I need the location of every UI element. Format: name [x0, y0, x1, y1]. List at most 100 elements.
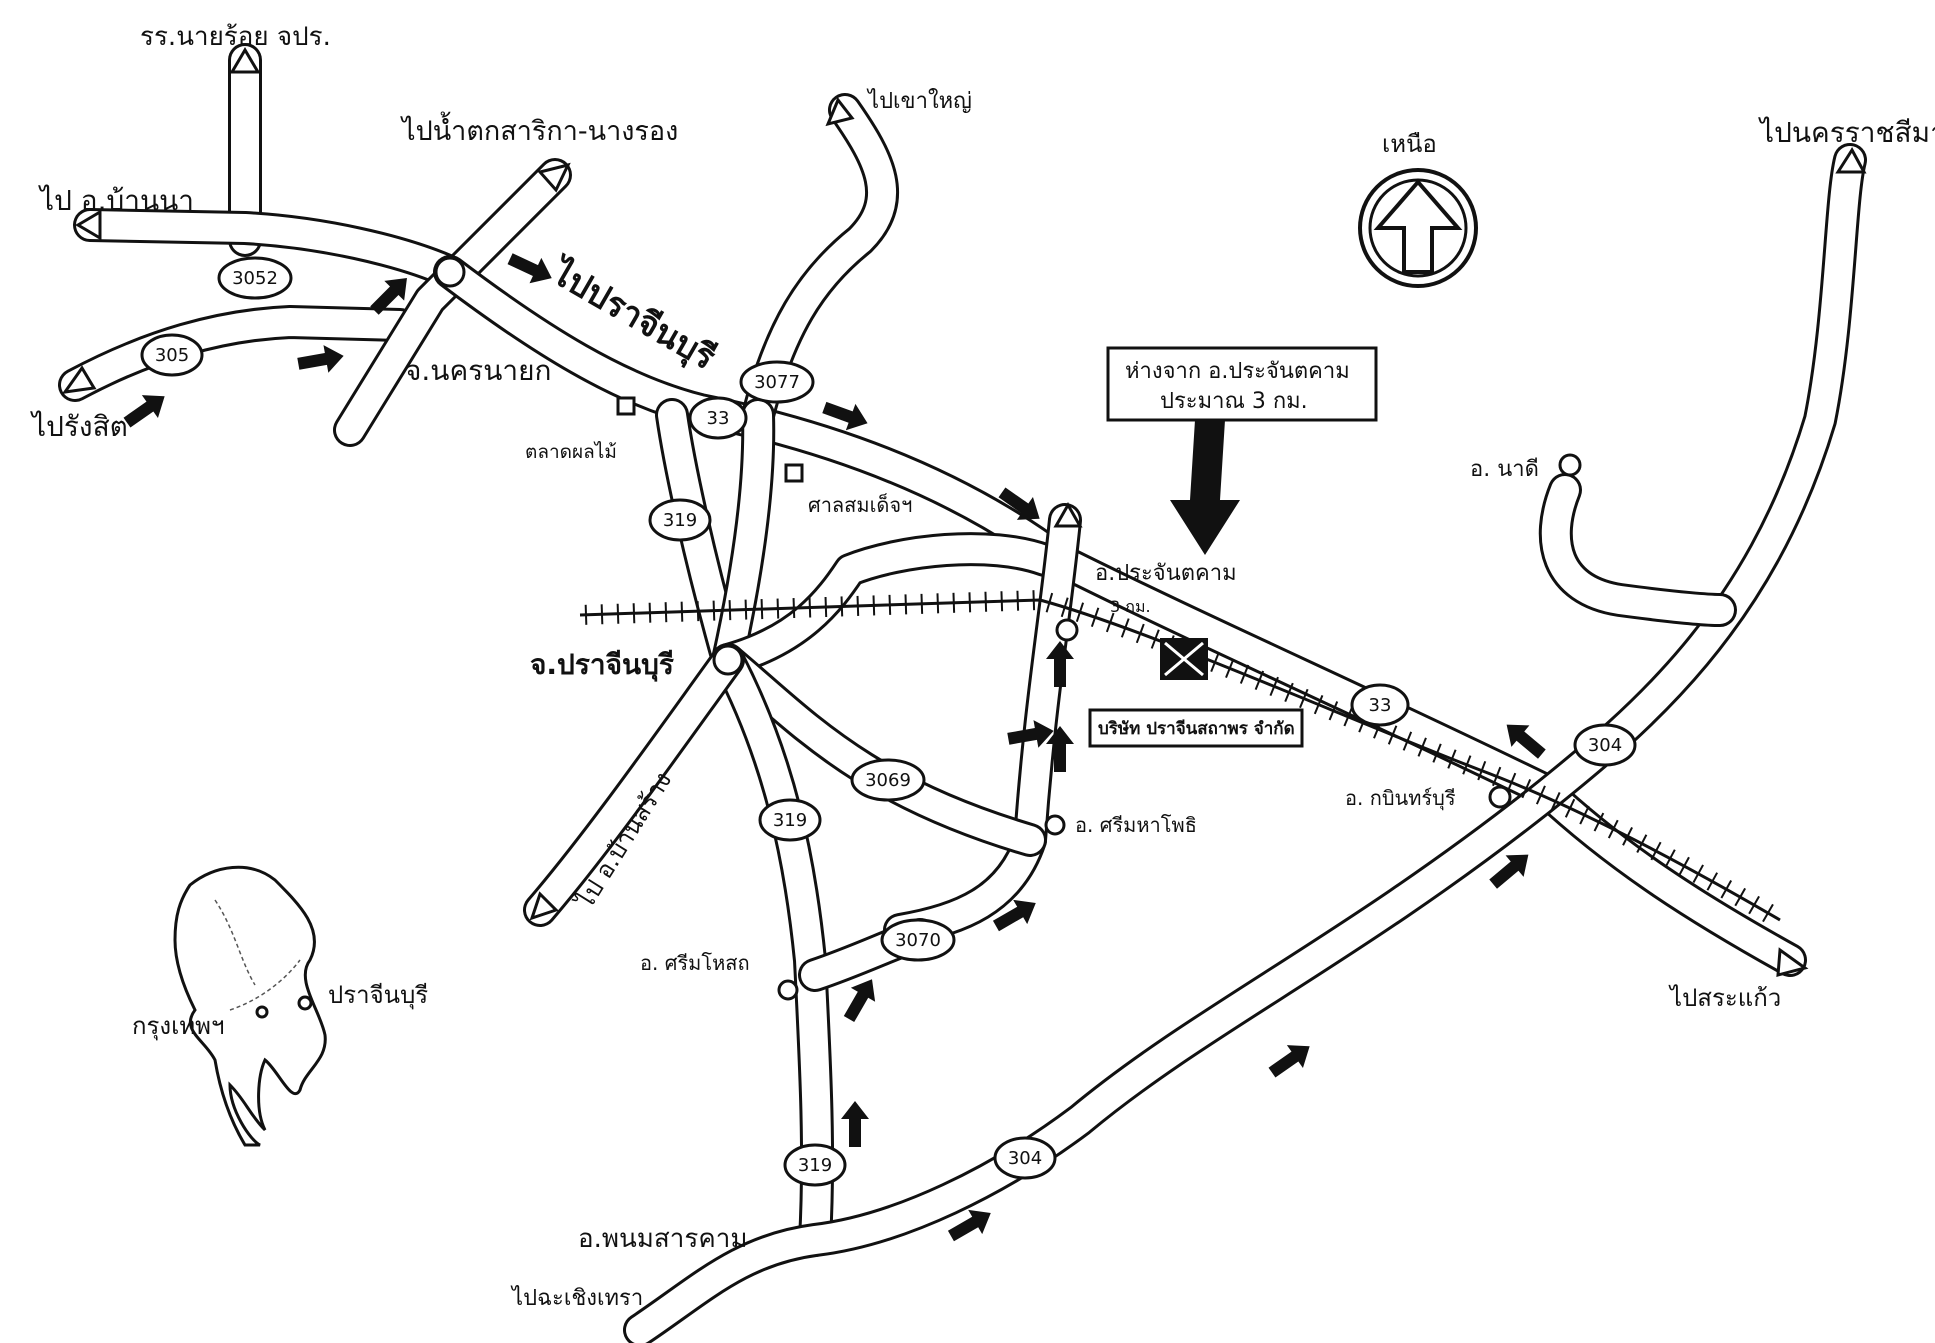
rail-tie — [1579, 805, 1590, 825]
rail-tie — [1432, 743, 1442, 763]
rail-tie — [824, 596, 828, 618]
route-shield-319: 319 — [758, 798, 822, 842]
label-nakhon-nayok: จ.นครนายก — [405, 354, 551, 387]
svg-text:3069: 3069 — [865, 770, 911, 791]
rail-tie — [1593, 812, 1605, 832]
rail-tie — [632, 603, 636, 624]
rail-tie — [1564, 798, 1576, 818]
rail-tie — [1016, 590, 1020, 611]
pointer-arrow-icon — [1170, 420, 1240, 555]
rail-tie — [1105, 612, 1115, 633]
map-labels: รร.นายร้อย จปร. ไป อ.บ้านนา ไปน้ำตกสาริก… — [30, 22, 1935, 1311]
label-to-chachoengsao: ไปฉะเชิงเทรา — [510, 1285, 643, 1311]
rail-tie — [616, 603, 620, 624]
rail-tie — [1678, 856, 1690, 876]
rail-tie — [1664, 849, 1676, 868]
label-to-khao-yai: ไปเขาใหญ่ — [866, 88, 972, 114]
direction-arrow-icon — [992, 899, 1036, 932]
rail-tie — [744, 599, 748, 620]
rail-tie — [712, 600, 716, 621]
label-kabin-buri: อ. กบินทร์บุรี — [1345, 786, 1456, 811]
north-compass — [1358, 168, 1478, 288]
rail-tie — [920, 593, 924, 614]
direction-arrow-icon — [947, 1209, 991, 1242]
route-shield-319: 319 — [783, 1143, 847, 1187]
roads — [58, 43, 1867, 1343]
label-to-sa-kaeo: ไปสระแก้ว — [1668, 984, 1781, 1012]
rail-tie — [904, 594, 908, 615]
direction-arrow-icon — [822, 401, 868, 431]
rail-tie — [872, 595, 876, 616]
arrow-east-icon — [1776, 947, 1809, 977]
rail-tie — [1622, 826, 1633, 846]
rail-tie — [1150, 629, 1160, 649]
rail-tie — [1343, 707, 1353, 727]
label-to-rangsit: ไปรังสิต — [30, 410, 128, 443]
rail-tie — [1521, 779, 1532, 799]
rail-tie — [760, 599, 764, 620]
route-shield-3052: 3052 — [217, 256, 293, 300]
rail-tie — [1210, 652, 1220, 673]
svg-text:3052: 3052 — [232, 268, 278, 289]
rail-tie — [808, 597, 812, 618]
road-end-arrows — [61, 47, 1867, 977]
direction-arrow-icon — [123, 395, 165, 428]
svg-text:3070: 3070 — [895, 930, 941, 951]
direction-arrow-icon — [1268, 1045, 1310, 1078]
prachantakham-marker — [1055, 618, 1079, 642]
svg-text:319: 319 — [663, 510, 697, 531]
svg-text:33: 33 — [1369, 695, 1392, 716]
rail-tie — [1225, 658, 1235, 678]
railway — [579, 590, 1781, 923]
rail-tie — [1462, 755, 1472, 775]
rail-tie — [1032, 590, 1036, 611]
rail-tie — [1239, 664, 1250, 684]
direction-arrow-icon — [1489, 854, 1529, 889]
rail-tie — [1269, 676, 1279, 696]
distance-note-line2: ประมาณ 3 กม. — [1160, 389, 1308, 414]
rail-tie — [648, 602, 652, 623]
rail-tie — [792, 597, 796, 619]
inset-prachinburi-dot — [297, 995, 313, 1011]
direction-arrow-icon — [1046, 726, 1074, 772]
route-shield-33: 33 — [1350, 683, 1410, 727]
route-shield-304: 304 — [1573, 723, 1637, 767]
na-di-marker — [1558, 453, 1582, 477]
inset-label-bangkok: กรุงเทพฯ — [132, 1012, 224, 1041]
arrow-north-icon — [1835, 147, 1867, 174]
rail-tie — [1254, 670, 1265, 690]
roundabout-prachinburi — [712, 644, 744, 676]
label-company: บริษัท ปราจีนสถาพร จำกัด — [1098, 718, 1295, 739]
inset-label-prachinburi: ปราจีนบุรี — [328, 981, 428, 1010]
rail-tie — [1607, 819, 1619, 839]
north-arrow-icon — [1373, 178, 1463, 274]
shrine-marker — [784, 463, 804, 483]
label-prachantakham: อ.ประจันตคาม — [1095, 561, 1237, 586]
distance-note-line1: ห่างจาก อ.ประจันตคาม — [1125, 359, 1350, 384]
rail-tie — [1477, 760, 1487, 781]
label-si-maha-phot: อ. ศรีมหาโพธิ — [1075, 813, 1197, 837]
rail-tie — [1636, 834, 1648, 853]
direction-arrow-icon — [843, 979, 876, 1023]
svg-text:33: 33 — [707, 408, 730, 429]
route-shields: 3052 305 33 3077 319 3069 319 3070 319 3… — [140, 256, 1637, 1187]
direction-arrow-icon — [1007, 720, 1054, 748]
label-na-di: อ. นาดี — [1470, 457, 1539, 482]
arrow-north-icon — [825, 97, 855, 127]
route-shield-3069: 3069 — [850, 758, 926, 802]
rail-tie — [1090, 607, 1100, 628]
rail-tie — [1706, 872, 1719, 891]
direction-arrow-icon — [841, 1101, 869, 1147]
label-phanom-sarakham: อ.พนมสารคาม — [578, 1224, 748, 1254]
rail-tie — [1762, 903, 1774, 923]
rail-tie — [1328, 701, 1339, 721]
label-to-ban-na: ไป อ.บ้านนา — [38, 184, 194, 217]
rail-tie — [600, 604, 604, 625]
rail-tie — [1447, 749, 1457, 769]
rail-tie — [1000, 591, 1004, 612]
rail-tie — [1135, 623, 1145, 644]
rail-tie — [1492, 766, 1502, 787]
arrow-north-icon — [229, 47, 261, 74]
route-shield-33: 33 — [688, 396, 748, 440]
label-to-korat: ไปนครราชสีมา — [1758, 116, 1935, 149]
